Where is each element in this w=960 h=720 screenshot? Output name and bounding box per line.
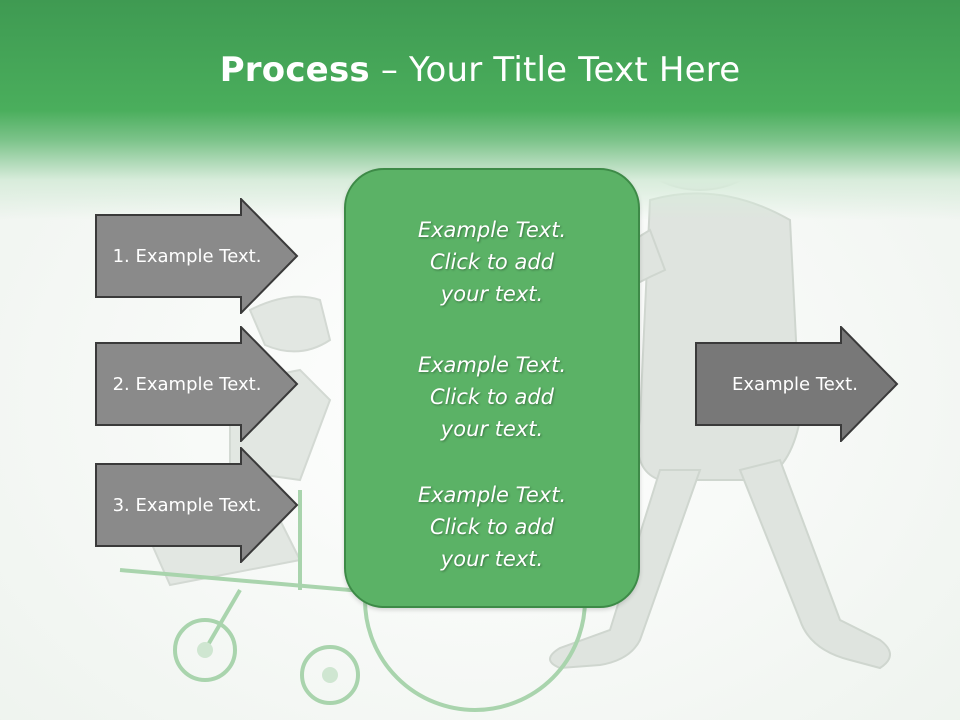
step-arrow-1-label: 1. Example Text. bbox=[112, 245, 262, 267]
step-arrow-2-label: 2. Example Text. bbox=[112, 373, 262, 395]
step-arrow-1[interactable]: 1. Example Text. bbox=[95, 196, 299, 316]
center-p2-line1: Example Text. bbox=[417, 353, 567, 377]
step-arrow-3[interactable]: 3. Example Text. bbox=[95, 445, 299, 565]
title-bold: Process bbox=[219, 50, 370, 90]
center-p3-line1: Example Text. bbox=[417, 483, 567, 507]
center-p1-line1: Example Text. bbox=[417, 218, 567, 242]
arrow-shape-1 bbox=[95, 196, 299, 316]
slide-title[interactable]: Process – Your Title Text Here bbox=[0, 50, 960, 90]
center-paragraph-3[interactable]: Example Text. Click to add your text. bbox=[346, 479, 638, 575]
arrow-shape-3 bbox=[95, 445, 299, 565]
wheel-hubs bbox=[197, 642, 338, 683]
center-p1-line3: your text. bbox=[440, 282, 544, 306]
result-arrow[interactable]: Example Text. bbox=[695, 324, 899, 444]
center-p1-line2: Click to add bbox=[429, 250, 554, 274]
result-arrow-label: Example Text. bbox=[732, 373, 858, 395]
step-arrow-2[interactable]: 2. Example Text. bbox=[95, 324, 299, 444]
center-p2-line3: your text. bbox=[440, 417, 544, 441]
arrow-shape-2 bbox=[95, 324, 299, 444]
center-paragraph-1[interactable]: Example Text. Click to add your text. bbox=[346, 214, 638, 310]
center-text-box[interactable]: Example Text. Click to add your text. Ex… bbox=[344, 168, 640, 608]
center-p3-line2: Click to add bbox=[429, 515, 554, 539]
center-p2-line2: Click to add bbox=[429, 385, 554, 409]
title-rest: – Your Title Text Here bbox=[369, 50, 741, 90]
result-arrow-shape bbox=[695, 324, 899, 444]
center-p3-line3: your text. bbox=[440, 547, 544, 571]
step-arrow-3-label: 3. Example Text. bbox=[112, 494, 262, 516]
center-paragraph-2[interactable]: Example Text. Click to add your text. bbox=[346, 349, 638, 445]
